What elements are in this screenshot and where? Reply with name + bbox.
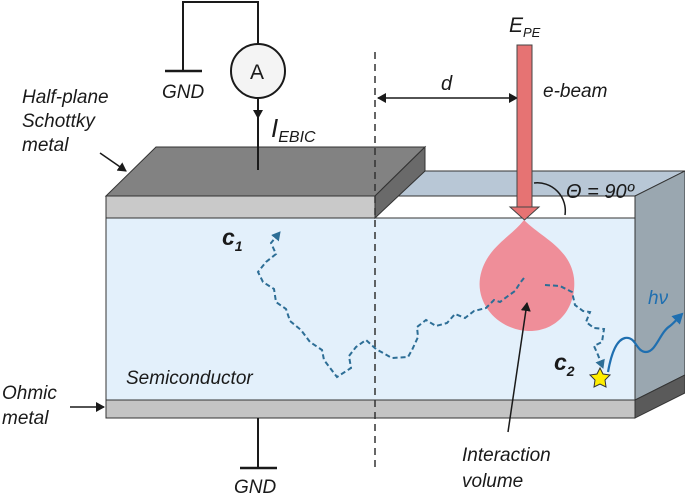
carrier-path-c1	[256, 231, 525, 379]
gnd-label-top: GND	[162, 82, 205, 103]
schottky-metal	[104, 145, 427, 220]
interaction-label-line2: volume	[462, 471, 523, 492]
ohmic-metal-layer	[105, 374, 685, 419]
half-plane-pointer-arrow	[99, 152, 127, 172]
distance-label: d	[441, 73, 453, 95]
angle-label: Θ = 90º	[566, 181, 636, 203]
interaction-volume-pointer-arrow	[507, 302, 531, 433]
half-plane-label: Half-plane Schottky metal	[22, 87, 114, 156]
ohmic-label-line1: Ohmic	[2, 383, 57, 404]
ebic-current-label: IEBIC	[271, 113, 316, 146]
half-plane-label-line1: Half-plane	[22, 87, 109, 108]
carrier-c1-label: c1	[222, 224, 243, 254]
photon-label: hν	[648, 288, 669, 309]
semiconductor-label: Semiconductor	[126, 368, 253, 389]
semiconductor-side-face	[634, 170, 685, 401]
ebeam-label: e-beam	[543, 81, 607, 102]
bottom-circuit	[240, 418, 277, 470]
interaction-volume	[479, 220, 575, 332]
half-plane-label-line3: metal	[22, 135, 69, 156]
recombination-star-icon	[588, 366, 612, 388]
angle-arc	[533, 182, 567, 216]
beam-energy-label: EPE	[509, 14, 541, 40]
interaction-label-line1: Interaction	[462, 445, 551, 466]
top-wire	[182, 1, 259, 70]
beam-arrowhead	[508, 206, 541, 221]
gnd-label-bottom: GND	[234, 477, 277, 496]
photon-emission-arrow	[606, 312, 684, 373]
half-plane-label-line2: Schottky	[22, 111, 96, 132]
schottky-metal-top	[104, 146, 427, 197]
top-circuit	[165, 1, 286, 170]
carrier-path-c2	[544, 284, 606, 369]
ammeter-label: A	[250, 61, 264, 84]
beam-shaft	[516, 44, 533, 209]
ohmic-metal-front	[105, 399, 636, 419]
electron-beam	[508, 44, 541, 221]
schottky-metal-front	[105, 195, 376, 219]
carrier-c2-label: c2	[554, 349, 575, 379]
ohmic-metal-label: Ohmic metal	[2, 383, 62, 429]
interaction-volume-label: Interaction volume	[462, 445, 556, 492]
ohmic-label-line2: metal	[2, 408, 49, 429]
